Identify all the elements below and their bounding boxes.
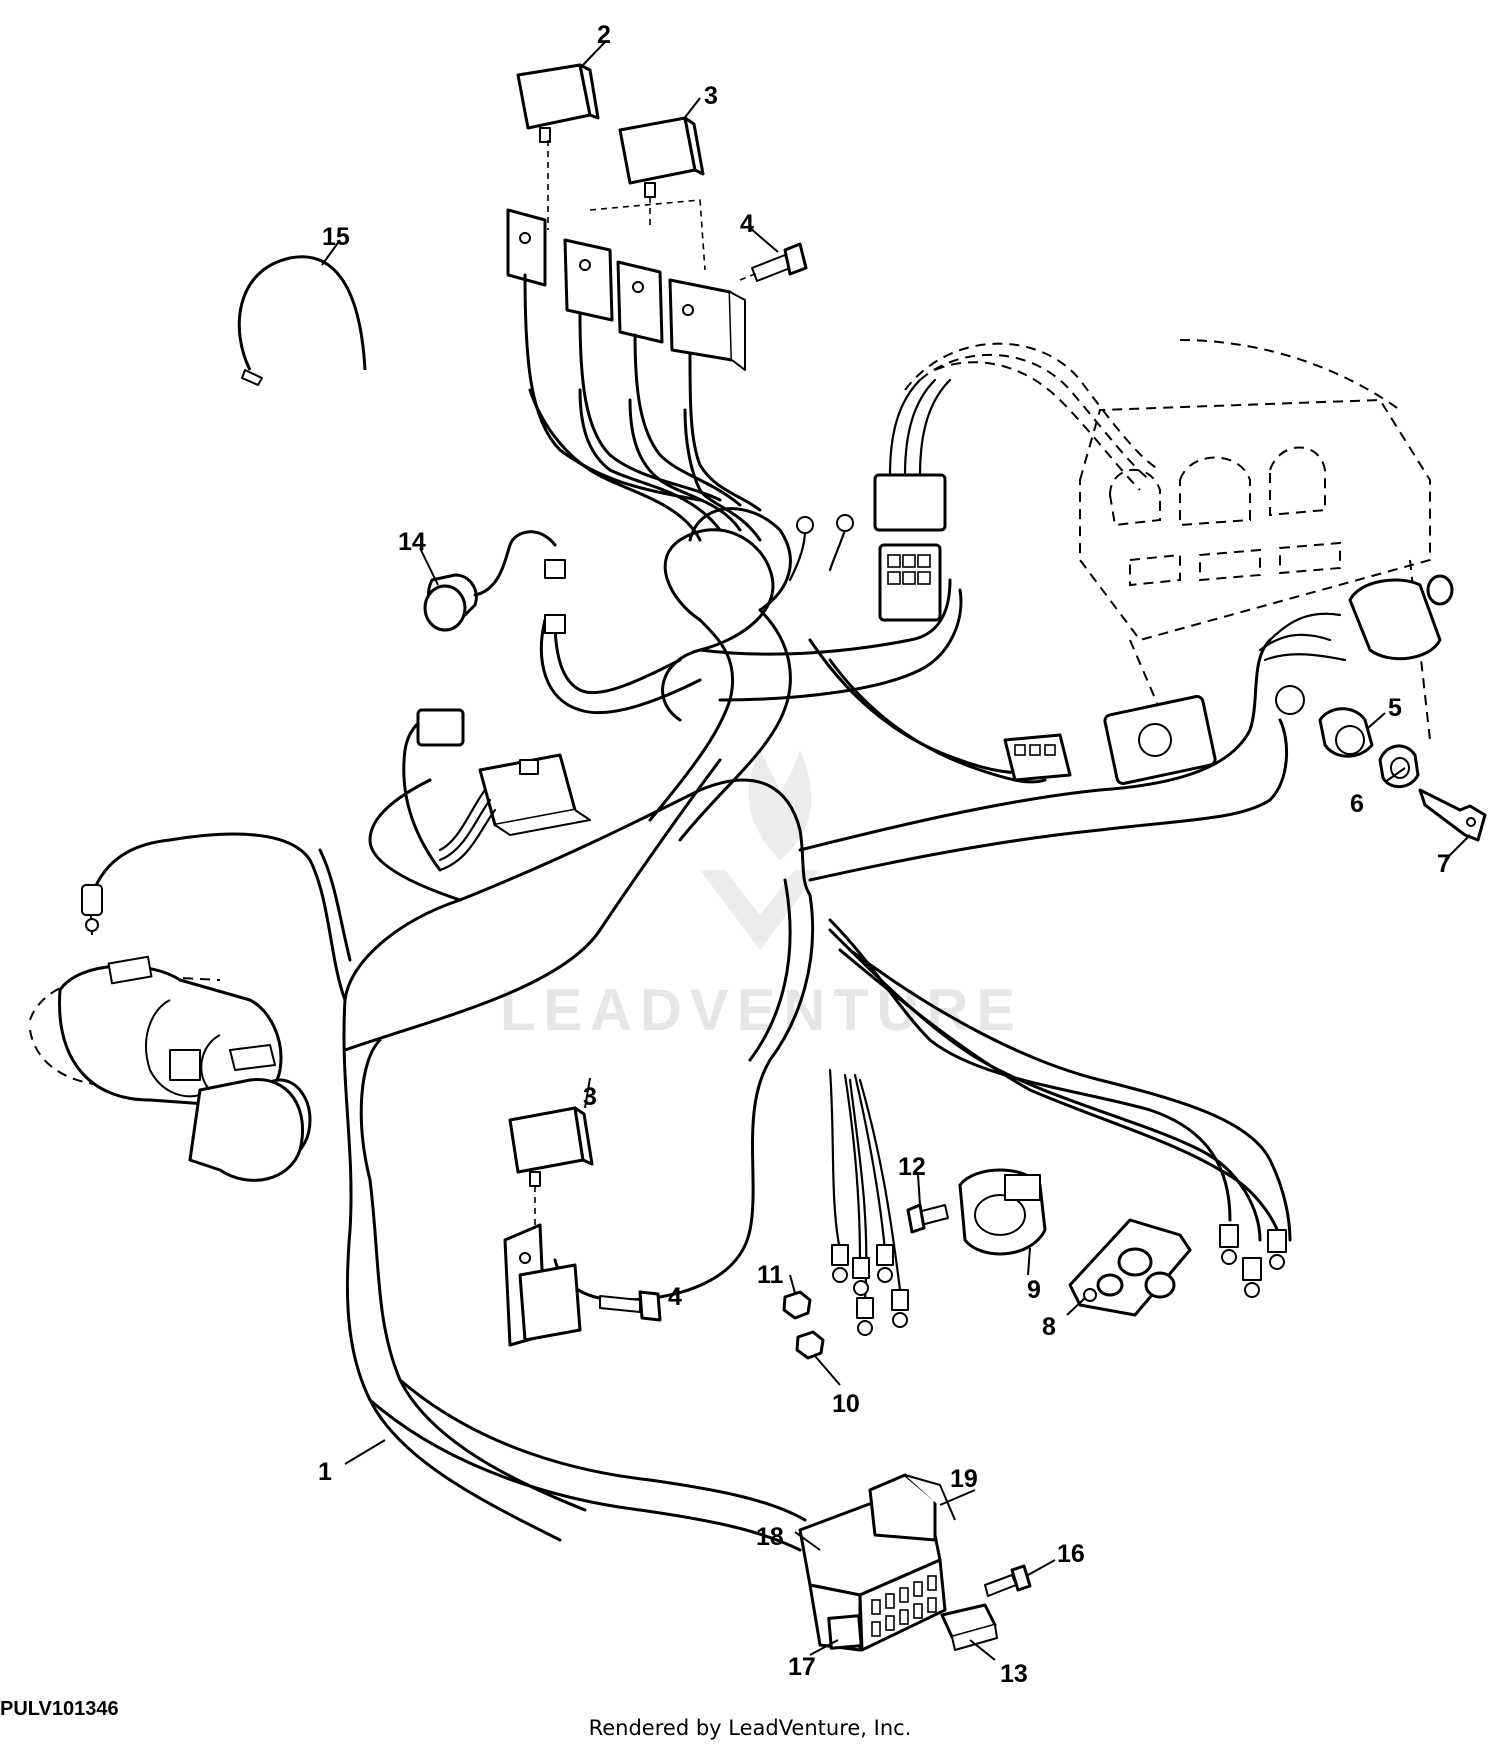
harness-connector-left — [416, 708, 591, 872]
callout-4-bottom: 4 — [668, 1283, 682, 1311]
bolt-12 — [906, 1203, 949, 1234]
main-harness — [88, 388, 1292, 1552]
watermark-text: LEADVENTURE — [500, 978, 1023, 1043]
callout-15: 15 — [322, 223, 350, 251]
callout-5: 5 — [1388, 694, 1402, 722]
watermark-chevron-icon — [700, 870, 820, 950]
callout-4-top: 4 — [740, 210, 754, 238]
callout-3-top: 3 — [704, 82, 718, 110]
nut-10 — [795, 1330, 825, 1360]
leadventure-watermark: LEADVENTURE — [500, 750, 1023, 1043]
fuse-block-assembly — [798, 1473, 956, 1652]
tie-strap-15 — [237, 255, 367, 386]
relay-3-top — [618, 116, 705, 198]
ignition-switch-5 — [1318, 707, 1374, 758]
sensor-14 — [423, 530, 566, 634]
harness-connector-right-mid — [1003, 733, 1072, 782]
callout-6: 6 — [1350, 790, 1364, 818]
watermark-flame-icon — [748, 750, 812, 860]
key-switch-assembly — [1103, 574, 1454, 786]
callout-14: 14 — [398, 528, 426, 556]
callout-7: 7 — [1437, 850, 1451, 878]
multi-pin-connector-upper — [873, 473, 947, 532]
relay-3-lower — [508, 1106, 594, 1187]
nut-6 — [1378, 744, 1420, 789]
relay-bracket-assembly — [506, 63, 808, 512]
callout-10: 10 — [832, 1390, 860, 1418]
render-credit: Rendered by LeadVenture, Inc. — [588, 1716, 912, 1740]
callout-17: 17 — [788, 1653, 816, 1681]
nut-11 — [782, 1290, 812, 1320]
ring-terminals-center — [831, 1244, 909, 1336]
callout-11: 11 — [757, 1261, 784, 1289]
callout-19: 19 — [950, 1465, 978, 1493]
callout-12: 12 — [898, 1153, 926, 1181]
screw-16 — [984, 1564, 1032, 1597]
relay-2 — [516, 63, 600, 143]
ring-terminals-right — [1219, 1224, 1287, 1298]
key-7 — [1418, 788, 1487, 842]
switch-plate-8 — [1068, 1218, 1192, 1317]
callout-13: 13 — [1000, 1660, 1028, 1688]
small-connector-left — [416, 708, 465, 747]
starter-motor — [29, 884, 312, 1182]
solenoid-9 — [958, 1168, 1047, 1256]
figure-id-label: PULV101346 — [0, 1698, 119, 1720]
center-connectors — [788, 342, 1161, 622]
callout-18: 18 — [756, 1523, 784, 1551]
multi-pin-connector-lower — [878, 543, 942, 622]
bolt-4-lower — [599, 1290, 662, 1322]
relay-bracket-lower — [503, 1223, 582, 1347]
callout-8: 8 — [1042, 1313, 1056, 1341]
callout-labels: 2 3 4 15 14 5 6 7 1 3 4 11 10 12 9 8 16 … — [318, 21, 1451, 1688]
callout-16: 16 — [1057, 1540, 1085, 1568]
callout-2: 2 — [597, 21, 611, 49]
callout-1: 1 — [318, 1458, 332, 1486]
leader-lines — [321, 41, 1471, 1661]
ring-terminal-starter — [81, 884, 103, 916]
callout-9: 9 — [1027, 1276, 1041, 1304]
bolt-4-top — [751, 242, 808, 282]
fuse-cover-13 — [940, 1603, 998, 1651]
callout-3-bottom: 3 — [583, 1083, 597, 1111]
